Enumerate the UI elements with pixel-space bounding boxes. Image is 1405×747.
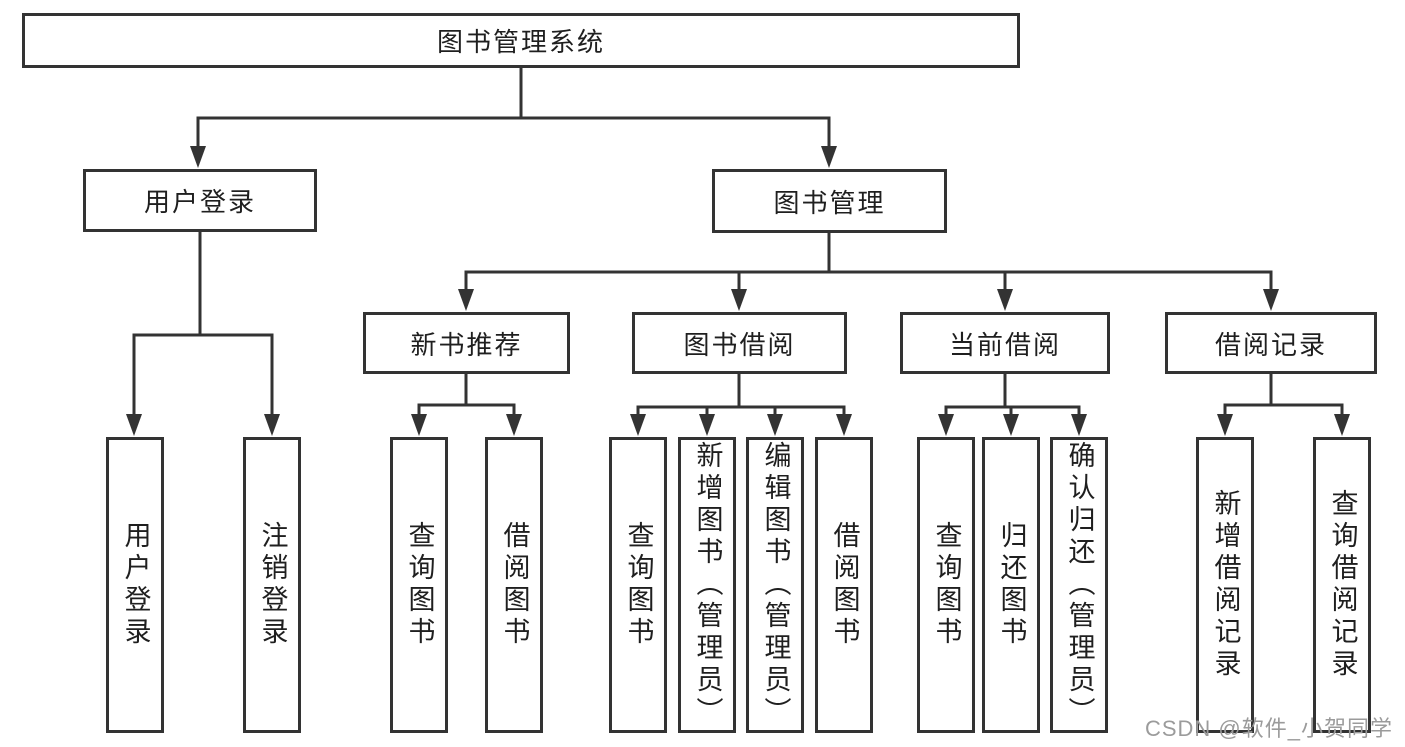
- leaf-logout: 注销登录: [243, 437, 301, 733]
- connector-root: [190, 64, 837, 168]
- node-book-management: 图书管理: [712, 169, 947, 233]
- arrowhead-icon: [938, 414, 954, 436]
- leaf-bb-borrow-books: 借阅图书: [815, 437, 873, 733]
- arrowhead-icon: [458, 289, 474, 311]
- arrowhead-icon: [699, 414, 715, 436]
- leaf-br-add-record: 新增借阅记录: [1196, 437, 1254, 733]
- node-new-book-recommendation: 新书推荐: [363, 312, 570, 374]
- arrowhead-icon: [506, 414, 522, 436]
- arrowhead-icon: [1217, 414, 1233, 436]
- leaf-bb-add-book-admin: 新增图书（管理员）: [678, 437, 736, 733]
- connector-current-borrowing: [938, 372, 1087, 436]
- node-borrowing-records: 借阅记录: [1165, 312, 1377, 374]
- connector-book-borrowing: [630, 372, 852, 436]
- arrowhead-icon: [821, 146, 837, 168]
- leaf-cb-return-books: 归还图书: [982, 437, 1040, 733]
- leaf-cb-query-books: 查询图书: [917, 437, 975, 733]
- arrowhead-icon: [126, 414, 142, 436]
- arrowhead-icon: [767, 414, 783, 436]
- leaf-nbr-query-books: 查询图书: [390, 437, 448, 733]
- node-user-login: 用户登录: [83, 169, 317, 232]
- arrowhead-icon: [1334, 414, 1350, 436]
- csdn-watermark: CSDN @软件_小贺同学: [1144, 716, 1393, 741]
- leaf-bb-edit-book-admin: 编辑图书（管理员）: [746, 437, 804, 733]
- node-book-borrowing: 图书借阅: [632, 312, 847, 374]
- arrowhead-icon: [1003, 414, 1019, 436]
- arrowhead-icon: [836, 414, 852, 436]
- arrowhead-icon: [411, 414, 427, 436]
- leaf-nbr-borrow-books: 借阅图书: [485, 437, 543, 733]
- leaf-br-query-record: 查询借阅记录: [1313, 437, 1371, 733]
- leaf-user-login: 用户登录: [106, 437, 164, 733]
- arrowhead-icon: [190, 146, 206, 168]
- arrowhead-icon: [630, 414, 646, 436]
- leaf-bb-query-books: 查询图书: [609, 437, 667, 733]
- arrowhead-icon: [1071, 414, 1087, 436]
- node-root: 图书管理系统: [22, 13, 1020, 68]
- arrowhead-icon: [264, 414, 280, 436]
- connector-user-login: [126, 230, 280, 436]
- connector-new-book-recommendation: [411, 372, 522, 436]
- leaf-cb-confirm-return-admin: 确认归还（管理员）: [1050, 437, 1108, 733]
- connector-borrowing-records: [1217, 372, 1350, 436]
- arrowhead-icon: [997, 289, 1013, 311]
- connector-book-management: [458, 231, 1279, 311]
- arrowhead-icon: [1263, 289, 1279, 311]
- node-current-borrowing: 当前借阅: [900, 312, 1110, 374]
- arrowhead-icon: [731, 289, 747, 311]
